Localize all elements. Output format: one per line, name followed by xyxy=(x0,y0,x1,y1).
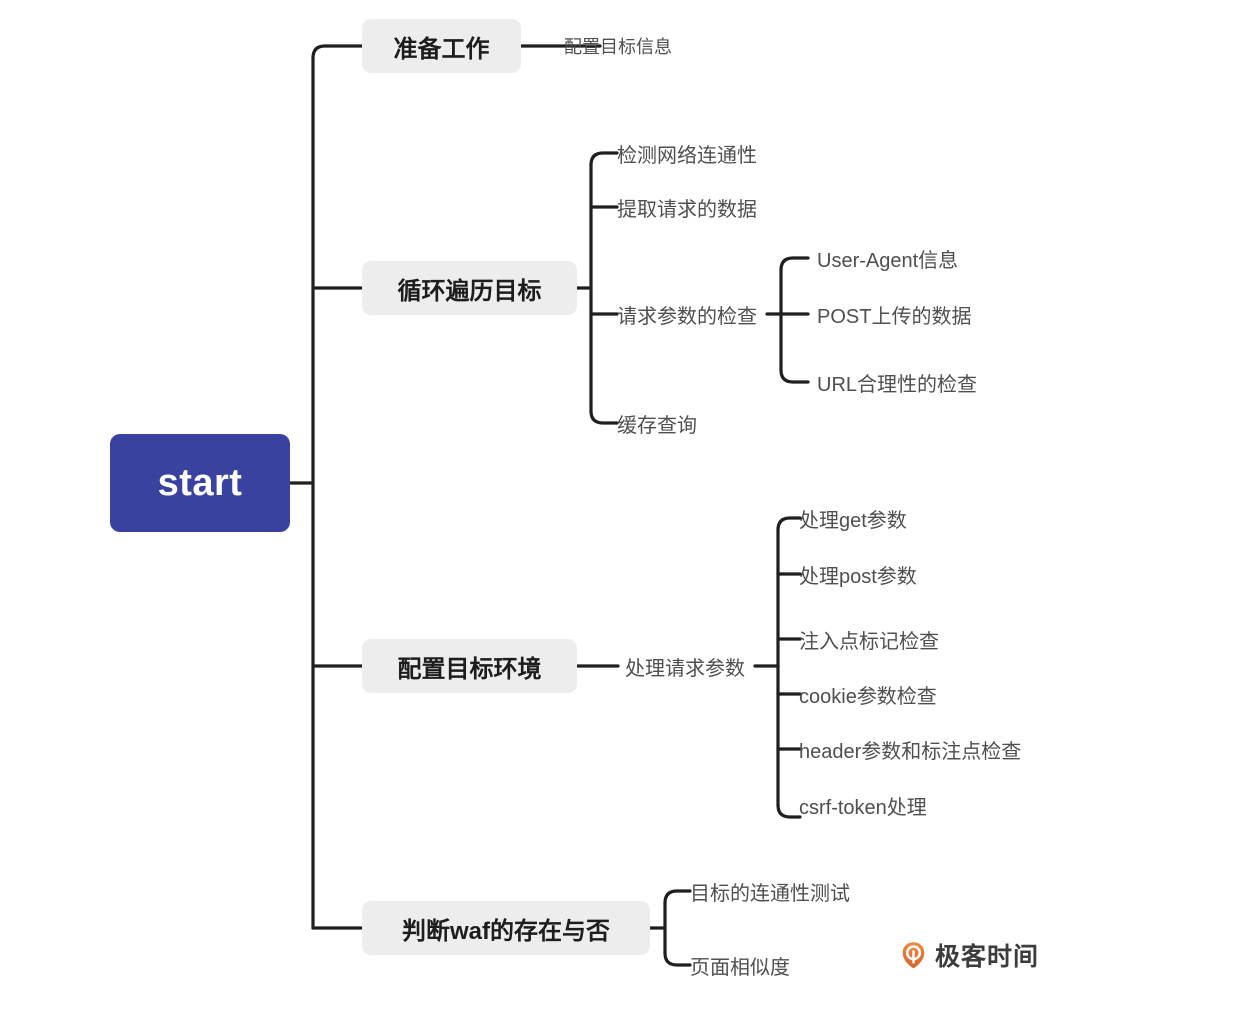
leaf-node-process-get-params[interactable]: 处理get参数 xyxy=(799,503,907,533)
leaf-node-label: 缓存查询 xyxy=(617,414,697,437)
branch-node-label: 准备工作 xyxy=(393,35,490,63)
leaf-node-cookie-param-check[interactable]: cookie参数检查 xyxy=(799,679,937,709)
leaf-node-label: csrf-token处理 xyxy=(799,796,927,819)
leaf-node-label: User-Agent信息 xyxy=(817,249,959,272)
leaf-node-label: cookie参数检查 xyxy=(799,685,937,708)
branch-node-label: 循环遍历目标 xyxy=(397,277,542,305)
leaf-node-post-upload-data[interactable]: POST上传的数据 xyxy=(817,299,971,329)
wire-trunk-to-b1 xyxy=(311,44,364,60)
leaf-node-network-connectivity-check[interactable]: 检测网络连通性 xyxy=(617,138,757,168)
branch-node-label: 配置目标环境 xyxy=(397,655,542,683)
leaf-node-label: 处理get参数 xyxy=(799,509,907,532)
watermark: 极客时间 xyxy=(899,937,1039,973)
leaf-node-label: POST上传的数据 xyxy=(817,305,972,328)
leaf-node-csrf-token-handling[interactable]: csrf-token处理 xyxy=(799,790,927,820)
leaf-node-label: URL合理性的检查 xyxy=(817,373,978,396)
leaf-node-label: 处理post参数 xyxy=(799,565,917,588)
leaf-node-configure-target-info[interactable]: 配置目标信息 xyxy=(564,31,672,61)
leaf-node-url-validity-check[interactable]: URL合理性的检查 xyxy=(817,367,977,397)
leaf-node-process-post-params[interactable]: 处理post参数 xyxy=(799,559,917,589)
branch-node-configure-target-env[interactable]: 配置目标环境 xyxy=(362,639,577,693)
wire-b2-c4 xyxy=(589,409,619,425)
leaf-node-header-param-check[interactable]: header参数和标注点检查 xyxy=(799,734,1021,764)
leaf-node-label: 注入点标记检查 xyxy=(799,630,939,653)
branch-node-preparation[interactable]: 准备工作 xyxy=(362,19,521,73)
root-node-label: start xyxy=(157,461,243,504)
branch-node-label: 判断waf的存在与否 xyxy=(401,917,610,945)
leaf-node-page-similarity[interactable]: 页面相似度 xyxy=(690,950,790,980)
leaf-node-label: 配置目标信息 xyxy=(564,37,672,57)
wire-b4-c2 xyxy=(663,951,692,967)
leaf-node-label: header参数和标注点检查 xyxy=(799,740,1022,763)
leaf-node-label: 请求参数的检查 xyxy=(617,305,757,328)
wire-b2c3-s1 xyxy=(779,256,810,272)
leaf-node-label: 页面相似度 xyxy=(690,956,790,979)
wire-b2-c1 xyxy=(589,151,619,167)
leaf-node-injection-point-check[interactable]: 注入点标记检查 xyxy=(799,624,939,654)
leaf-node-extract-request-data[interactable]: 提取请求的数据 xyxy=(617,192,757,222)
wire-b3c1-s1 xyxy=(776,516,802,532)
leaf-node-label: 处理请求参数 xyxy=(625,657,745,680)
leaf-node-cache-query[interactable]: 缓存查询 xyxy=(617,408,697,438)
geektime-logo-icon xyxy=(899,941,928,970)
leaf-node-label: 目标的连通性测试 xyxy=(690,882,850,905)
leaf-node-user-agent-info[interactable]: User-Agent信息 xyxy=(817,243,958,273)
branch-node-waf-detection[interactable]: 判断waf的存在与否 xyxy=(362,901,650,955)
root-node-start[interactable]: start xyxy=(110,434,290,532)
wire-b2c3-s3 xyxy=(779,368,810,384)
branch-node-loop-targets[interactable]: 循环遍历目标 xyxy=(362,261,577,315)
leaf-node-label: 检测网络连通性 xyxy=(617,144,757,167)
wire-b4-c1 xyxy=(663,889,692,905)
watermark-text: 极客时间 xyxy=(935,943,1040,971)
leaf-node-label: 提取请求的数据 xyxy=(617,198,757,221)
leaf-node-request-param-check[interactable]: 请求参数的检查 xyxy=(617,299,757,329)
leaf-node-target-connectivity-test[interactable]: 目标的连通性测试 xyxy=(690,876,850,906)
wire-b3c1-s6 xyxy=(776,803,802,819)
leaf-node-process-request-params[interactable]: 处理请求参数 xyxy=(625,651,745,681)
